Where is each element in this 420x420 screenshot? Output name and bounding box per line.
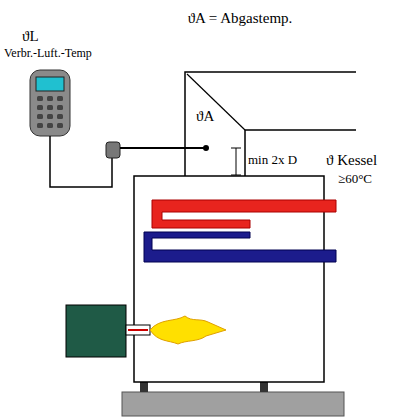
probe-rod [120,147,205,149]
burner-unit [66,305,126,357]
dimension-tick [231,148,241,149]
probe-handle [106,142,120,158]
instrument-button [37,123,43,128]
measuring-instrument [30,70,70,136]
instrument-button [57,114,63,119]
instrument-button [47,105,53,110]
instrument-button [37,114,43,119]
legend-heading: ϑA = Abgastemp. [188,10,293,27]
instrument-button [57,123,63,128]
instrument-buttons [37,96,63,128]
instrument-button [37,96,43,101]
dimension-tick [231,175,241,176]
instrument-button [57,96,63,101]
instrument-button [47,114,53,119]
temperature-label: ϑ Kessel [326,152,377,169]
burner-nozzle [128,329,148,331]
probe-cable [50,136,112,187]
flue-bend [187,74,245,130]
flame [150,316,226,344]
temperature-value: ≥60°C [338,172,372,186]
measurement-label: Verbr.-Luft.-Temp [4,47,92,60]
instrument-button [37,105,43,110]
measuring-point [203,145,209,151]
symbol-label: ϑL [22,28,39,45]
boiler-base [122,392,344,416]
return-pipe [144,232,336,262]
dimension-label: min 2x D [248,153,297,167]
instrument-button [47,96,53,101]
instrument-button [47,123,53,128]
dimension-line [236,148,237,175]
symbol-label: ϑA [196,108,214,125]
burner-tube [126,325,150,335]
instrument-button [57,105,63,110]
instrument-display [36,77,64,91]
supply-pipe [152,200,336,228]
